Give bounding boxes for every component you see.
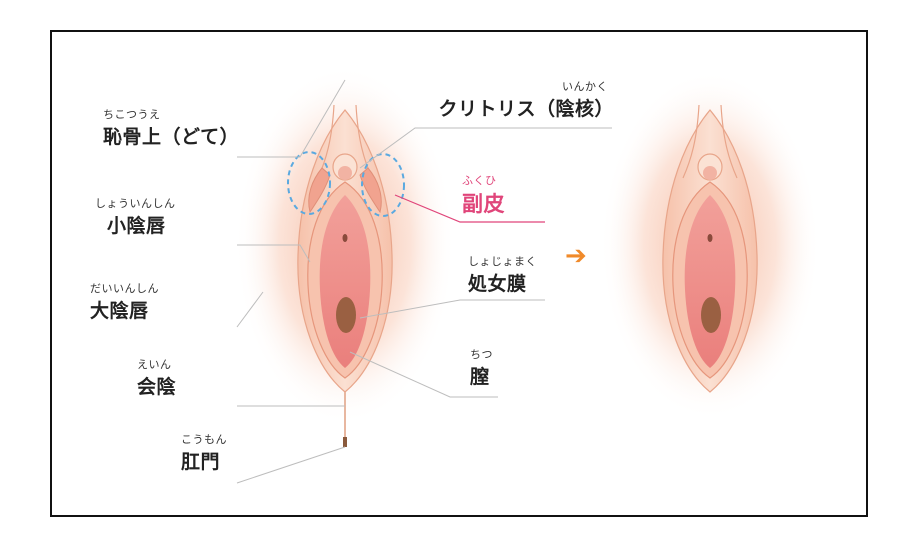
label-komon: こうもん 肛門 <box>181 431 227 474</box>
text-shoinshin: 小陰唇 <box>107 215 166 237</box>
vestibule-shape <box>319 195 371 368</box>
arrow-right-icon: ➔ <box>565 241 587 271</box>
ruby-komon: こうもん <box>181 433 227 446</box>
anus-marker <box>343 437 347 447</box>
vaginal-opening <box>336 297 356 333</box>
leader-komon <box>236 446 346 484</box>
clitoris-glans <box>338 166 352 180</box>
label-shojomaku: しょじょまく 処女膜 <box>468 253 537 296</box>
highlight-circle-left <box>287 151 331 215</box>
label-chikotsujo: ちこつうえ 恥骨上（どて） <box>103 106 239 149</box>
ruby-clitoris: いんかく <box>562 80 608 93</box>
text-daiinshin: 大陰唇 <box>90 300 149 322</box>
text-ein: 会陰 <box>137 376 177 398</box>
ruby-ein: えいん <box>137 358 172 371</box>
text-komon: 肛門 <box>181 451 221 473</box>
clitoral-hood-after <box>682 104 738 179</box>
ruby-chitsu: ちつ <box>470 348 493 361</box>
leader-chikotsujo <box>237 79 346 158</box>
leader-lines <box>236 79 612 484</box>
text-chitsu: 膣 <box>470 366 490 388</box>
text-shojomaku: 処女膜 <box>468 273 527 295</box>
ruby-fukuhi: ふくひ <box>462 174 497 187</box>
highlight-circle-right <box>361 153 405 217</box>
label-fukuhi: ふくひ 副皮 <box>462 172 505 218</box>
label-shoinshin: しょういんしん 小陰唇 <box>95 195 176 238</box>
label-ein: えいん 会陰 <box>137 356 176 399</box>
figure-after <box>600 70 820 420</box>
label-clitoris: いんかく クリトリス（陰核） <box>432 78 614 121</box>
leader-shoinshin <box>237 244 311 263</box>
leader-shojomaku <box>359 299 545 319</box>
leader-daiinshin <box>236 291 264 328</box>
ruby-chikotsujo: ちこつうえ <box>103 108 161 121</box>
urethra-dot <box>342 234 348 242</box>
ruby-shojomaku: しょじょまく <box>468 255 537 268</box>
text-fukuhi: 副皮 <box>462 192 505 216</box>
leader-fukuhi <box>394 194 545 223</box>
text-chikotsujo: 恥骨上（どて） <box>103 126 240 148</box>
ruby-daiinshin: だいいんしん <box>90 282 159 295</box>
clitoris-glans-after <box>703 166 717 180</box>
ruby-shoinshin: しょういんしん <box>95 197 176 210</box>
side-fold-left <box>308 167 331 214</box>
leader-clitoris <box>359 127 612 169</box>
label-chitsu: ちつ 膣 <box>470 346 493 389</box>
leader-chitsu <box>349 351 498 398</box>
label-daiinshin: だいいんしん 大陰唇 <box>90 280 159 323</box>
figure-before <box>235 65 455 447</box>
vestibule-shape-after <box>684 195 736 368</box>
text-clitoris: クリトリス（陰核） <box>438 98 614 120</box>
urethra-dot-after <box>707 234 713 242</box>
vaginal-opening-after <box>701 297 721 333</box>
